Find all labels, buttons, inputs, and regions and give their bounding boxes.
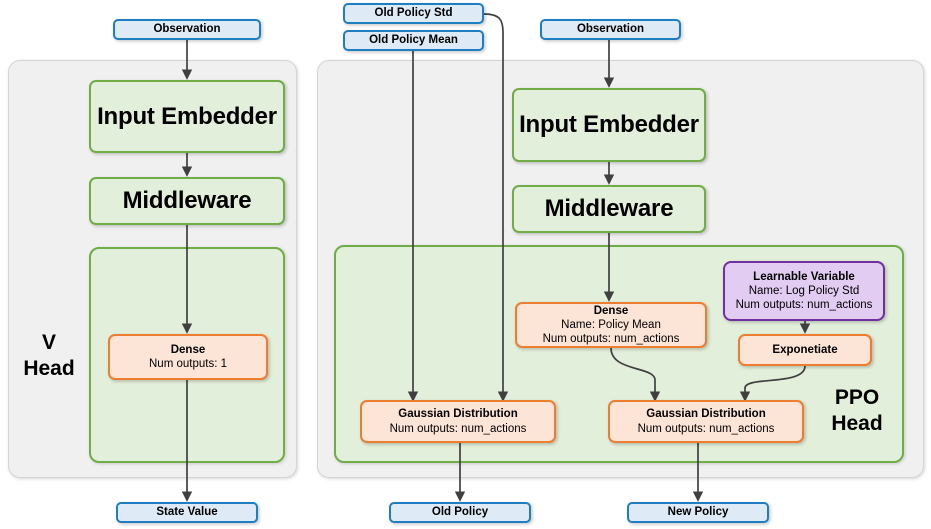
v-head-dense-sub1: Num outputs: 1	[149, 358, 227, 370]
ppo-gaussian-old[interactable]: Gaussian Distribution Num outputs: num_a…	[360, 400, 556, 443]
ppo-gaussian-new-title: Gaussian Distribution	[646, 408, 766, 421]
input-old-policy-mean[interactable]: Old Policy Mean	[343, 30, 484, 51]
ppo-head-input-embedder-label: Input Embedder	[519, 111, 699, 139]
v-head-input-embedder-label: Input Embedder	[97, 102, 277, 130]
input-observation-left[interactable]: Observation	[113, 19, 261, 40]
output-new-policy-label: New Policy	[667, 506, 729, 519]
input-old-policy-mean-label: Old Policy Mean	[369, 34, 458, 47]
input-observation-right-label: Observation	[576, 23, 645, 36]
ppo-gaussian-new[interactable]: Gaussian Distribution Num outputs: num_a…	[608, 400, 804, 443]
ppo-head-middleware-label: Middleware	[544, 195, 674, 223]
v-head-dense-title: Dense	[170, 343, 206, 356]
ppo-learnable-variable[interactable]: Learnable Variable Name: Log Policy Std …	[723, 261, 885, 321]
ppo-gaussian-new-sub1: Num outputs: num_actions	[637, 422, 775, 435]
ppo-head-label-line2: Head	[831, 411, 883, 435]
output-new-policy[interactable]: New Policy	[627, 502, 769, 523]
ppo-dense-policy-mean-sub1: Name: Policy Mean	[561, 319, 661, 331]
output-state-value-label: State Value	[156, 506, 218, 519]
ppo-learnable-variable-sub2: Num outputs: num_actions	[735, 299, 873, 311]
ppo-gaussian-old-sub1: Num outputs: num_actions	[389, 422, 527, 435]
ppo-head-label-line1: PPO	[834, 386, 880, 409]
ppo-dense-policy-mean[interactable]: Dense Name: Policy Mean Num outputs: num…	[515, 302, 707, 348]
input-observation-left-label: Observation	[153, 23, 221, 36]
output-old-policy[interactable]: Old Policy	[389, 502, 531, 523]
ppo-learnable-variable-sub1: Name: Log Policy Std	[748, 284, 860, 297]
v-head-label: V Head	[12, 330, 86, 381]
output-state-value[interactable]: State Value	[116, 502, 258, 523]
ppo-head-label: PPO Head	[820, 385, 894, 436]
v-head-label-line1: V	[41, 331, 56, 354]
v-head-dense[interactable]: Dense Num outputs: 1	[108, 334, 268, 380]
ppo-exponetiate-title: Exponetiate	[772, 343, 838, 356]
ppo-gaussian-old-title: Gaussian Distribution	[398, 408, 518, 421]
v-head-label-line2: Head	[23, 356, 75, 380]
ppo-dense-policy-mean-title: Dense	[593, 304, 629, 317]
ppo-learnable-variable-title: Learnable Variable	[753, 270, 855, 283]
v-head-input-embedder[interactable]: Input Embedder	[89, 80, 285, 153]
v-head-middleware-label: Middleware	[122, 187, 252, 215]
input-observation-right[interactable]: Observation	[540, 19, 681, 40]
ppo-dense-policy-mean-sub2: Num outputs: num_actions	[542, 333, 680, 346]
ppo-head-input-embedder[interactable]: Input Embedder	[512, 88, 706, 162]
ppo-head-middleware[interactable]: Middleware	[512, 185, 706, 233]
v-head-middleware[interactable]: Middleware	[89, 177, 285, 225]
ppo-exponetiate[interactable]: Exponetiate	[738, 334, 872, 366]
input-old-policy-std-label: Old Policy Std	[374, 7, 453, 20]
output-old-policy-label: Old Policy	[431, 506, 489, 519]
input-old-policy-std[interactable]: Old Policy Std	[343, 3, 484, 24]
